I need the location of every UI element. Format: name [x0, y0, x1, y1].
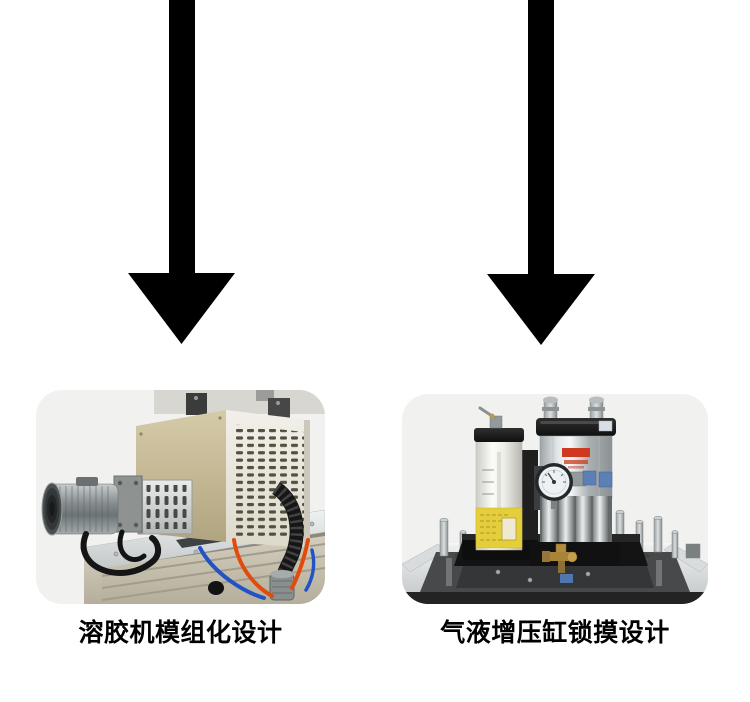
pressure-gauge	[535, 463, 597, 509]
gearbox	[113, 475, 143, 533]
upper-machinery	[154, 390, 325, 418]
gas-liquid-booster-cylinder-photo	[402, 394, 708, 604]
oil-reservoir-cylinder	[462, 406, 538, 560]
small-vent-box	[137, 479, 193, 535]
power-cables	[80, 529, 161, 576]
down-arrow-icon	[487, 0, 595, 345]
pneumatic-tubes	[198, 538, 316, 600]
caption-booster-cylinder: 气液增压缸锁摸设计	[440, 618, 670, 647]
down-arrow-icon	[128, 0, 235, 344]
caption-glue-melter-module: 溶胶机模组化设计	[78, 618, 283, 647]
red-brand-label	[562, 448, 590, 457]
gear-motor	[41, 477, 119, 536]
blue-label	[598, 471, 613, 488]
black-knob	[208, 581, 224, 595]
brass-valve	[542, 543, 578, 583]
glue-melter-module-photo	[36, 390, 325, 604]
corrugated-hose	[269, 482, 304, 601]
